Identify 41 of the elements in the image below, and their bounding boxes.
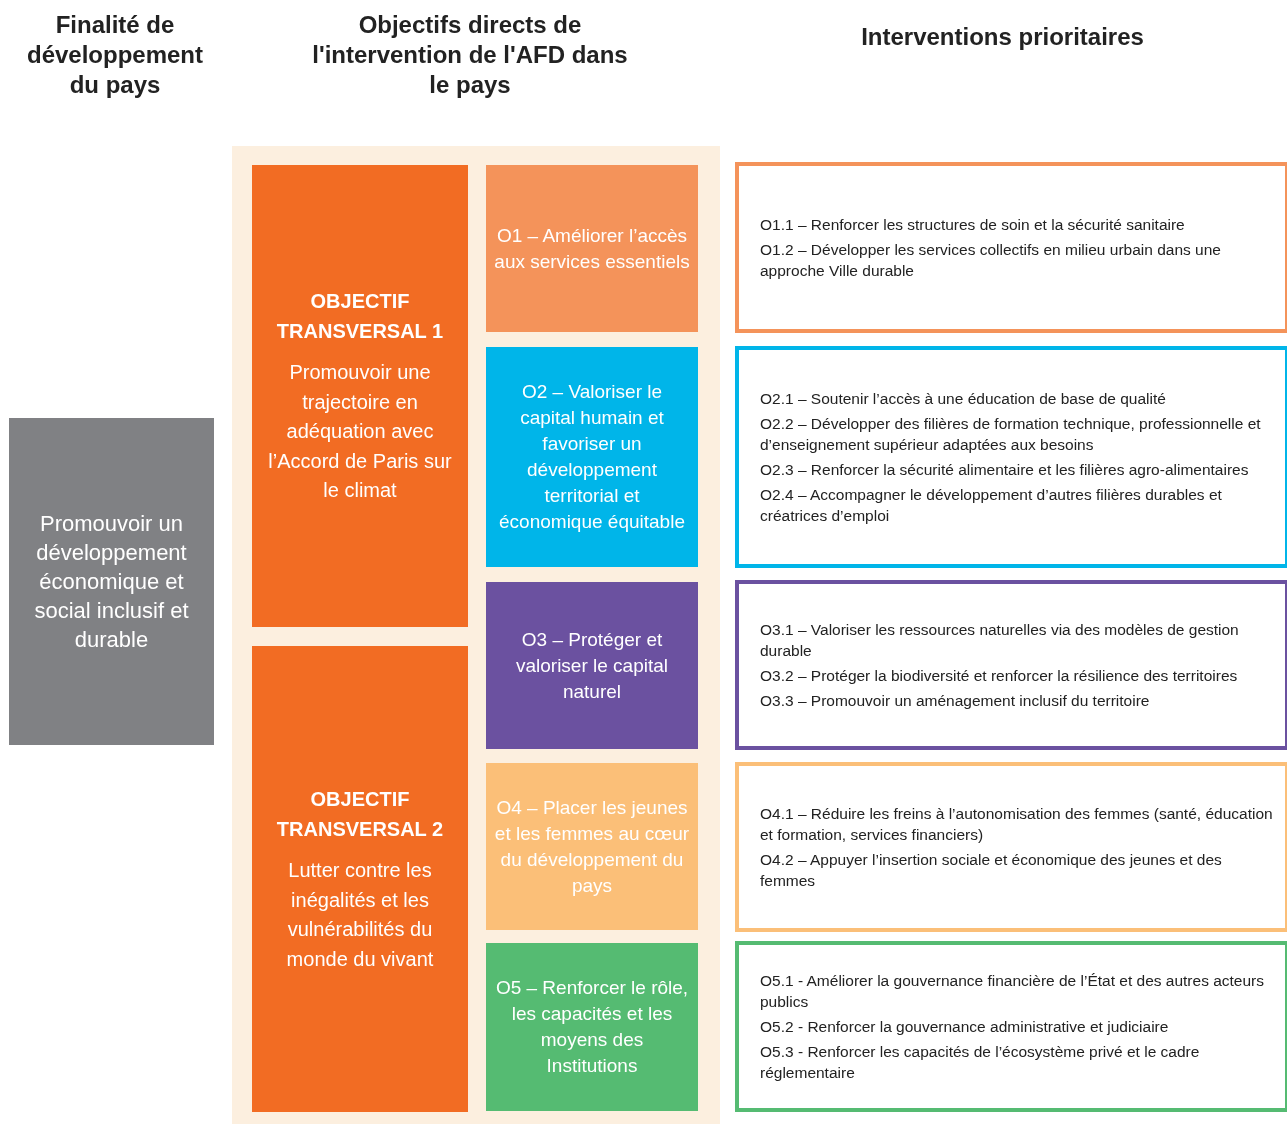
intervention-text: O1.1 – Renforcer les structures de soin et la sécurité sanitaire: [760, 215, 1186, 235]
objective-box: [486, 347, 698, 567]
column-heading: Objectifs directs de l'intervention de l'AFD dans le pays: [311, 10, 629, 100]
objective-text: Lutter contre les inégalités et les vulnérabilités du monde du vivant: [285, 858, 435, 972]
objective-text: O1 – Améliorer l’accès aux services essentiels: [494, 223, 690, 274]
intervention-text: O4.1 – Réduire les freins à l’autonomisation des femmes (santé, éducation et formation, services financiers): [760, 804, 1274, 845]
column-heading: Interventions prioritaires: [860, 22, 1145, 52]
cross-cutting-objective-box: [252, 165, 468, 627]
intervention-text: O2.4 – Accompagner le développement d’autres filières durables et créatrices d’emploi: [760, 485, 1223, 526]
goal-box: [9, 418, 214, 745]
interventions-box: [735, 580, 1287, 750]
intervention-text: O5.2 - Renforcer la gouvernance administrative et judiciaire: [760, 1017, 1170, 1037]
interventions-box: [735, 346, 1287, 568]
intervention-text: O2.1 – Soutenir l’accès à une éducation de base de qualité: [760, 389, 1167, 409]
objective-text: O2 – Valoriser le capital humain et favoriser un développement territorial et économique équitable: [498, 380, 686, 534]
objective-heading: OBJECTIF TRANSVERSAL 2: [275, 787, 445, 842]
intervention-text: O2.3 – Renforcer la sécurité alimentaire et les filières agro-alimentaires: [760, 460, 1250, 480]
intervention-text: O3.1 – Valoriser les ressources naturelles via des modèles de gestion durable: [760, 620, 1240, 661]
objective-text: Promouvoir une trajectoire en adéquation avec l’Accord de Paris sur le climat: [267, 360, 453, 504]
interventions-box: [735, 941, 1287, 1112]
objective-box: [486, 582, 698, 749]
column-heading: Finalité de développement du pays: [25, 10, 204, 100]
cross-cutting-objective-box: [252, 646, 468, 1112]
intervention-text: O2.2 – Développer des filières de formation technique, professionnelle et d’enseignement supérieur adaptées aux besoins: [760, 414, 1262, 455]
intervention-text: O4.2 – Appuyer l’insertion sociale et économique des jeunes et des femmes: [760, 850, 1223, 891]
interventions-box: [735, 762, 1287, 932]
intervention-text: O3.3 – Promouvoir un aménagement inclusif du territoire: [760, 691, 1151, 711]
intervention-text: O5.3 - Renforcer les capacités de l’écosystème privé et le cadre réglementaire: [760, 1042, 1201, 1083]
intervention-text: O5.1 - Améliorer la gouvernance financière de l’État et des autres acteurs publics: [760, 971, 1266, 1012]
objective-text: O4 – Placer les jeunes et les femmes au cœur du développement du pays: [494, 795, 690, 898]
goal-text: Promouvoir un développement économique et social inclusif et durable: [33, 510, 190, 654]
interventions-box: [735, 162, 1287, 333]
objective-heading: OBJECTIF TRANSVERSAL 1: [275, 289, 445, 345]
objective-box: [486, 763, 698, 930]
intervention-text: O1.2 – Développer les services collectifs en milieu urbain dans une approche Ville durable: [760, 240, 1222, 281]
intervention-text: O3.2 – Protéger la biodiversité et renforcer la résilience des territoires: [760, 666, 1239, 686]
objective-text: O5 – Renforcer le rôle, les capacités et les moyens des Institutions: [494, 976, 690, 1078]
objective-box: [486, 165, 698, 332]
objective-box: [486, 943, 698, 1111]
panel-background: [232, 146, 720, 1124]
objective-text: O3 – Protéger et valoriser le capital naturel: [514, 627, 670, 704]
